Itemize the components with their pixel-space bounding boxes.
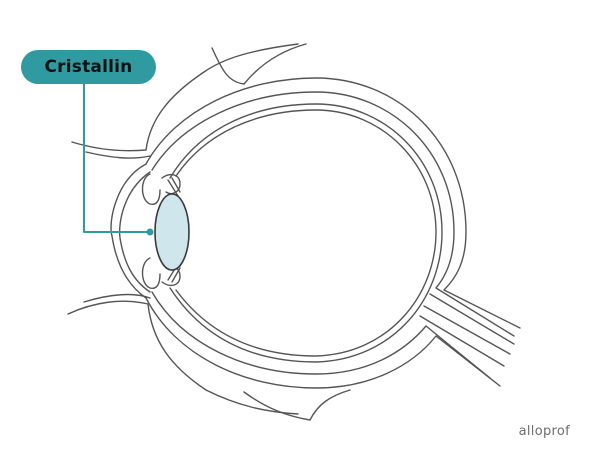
callout-label-text: Cristallin: [44, 57, 133, 77]
cornea: [110, 163, 151, 299]
retina: [169, 103, 443, 363]
callout-leader: [83, 83, 151, 233]
callout-dot: [146, 228, 154, 236]
callout-label: Cristallin: [21, 50, 156, 84]
sclera: [145, 77, 521, 389]
iris: [141, 173, 181, 289]
optic-nerve: [419, 293, 515, 367]
lower-eyelid: [67, 293, 351, 421]
brand-logo-text: alloprof: [518, 424, 570, 439]
lens: [154, 193, 190, 271]
upper-eyelid: [71, 43, 307, 159]
